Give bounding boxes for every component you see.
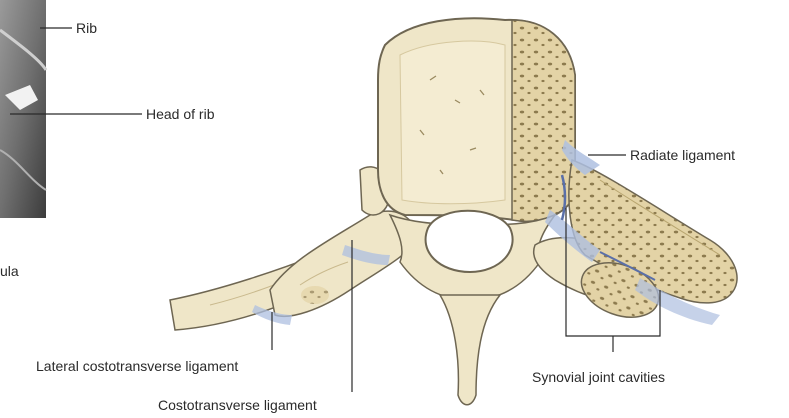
label-lateral-costotransverse-ligament: Lateral costotransverse ligament: [36, 358, 238, 374]
label-synovial-joint-cavities: Synovial joint cavities: [532, 369, 665, 385]
label-head-of-rib: Head of rib: [146, 106, 214, 122]
spinous-process: [440, 295, 500, 405]
label-scapula-partial: ula: [0, 263, 19, 279]
vertebral-body: [378, 18, 575, 221]
label-rib: Rib: [76, 20, 97, 36]
label-costotransverse-ligament: Costotransverse ligament: [158, 397, 317, 413]
ct-scan-inset: [0, 0, 46, 218]
label-radiate-ligament: Radiate ligament: [630, 147, 735, 163]
vertebral-arch: [390, 211, 555, 300]
